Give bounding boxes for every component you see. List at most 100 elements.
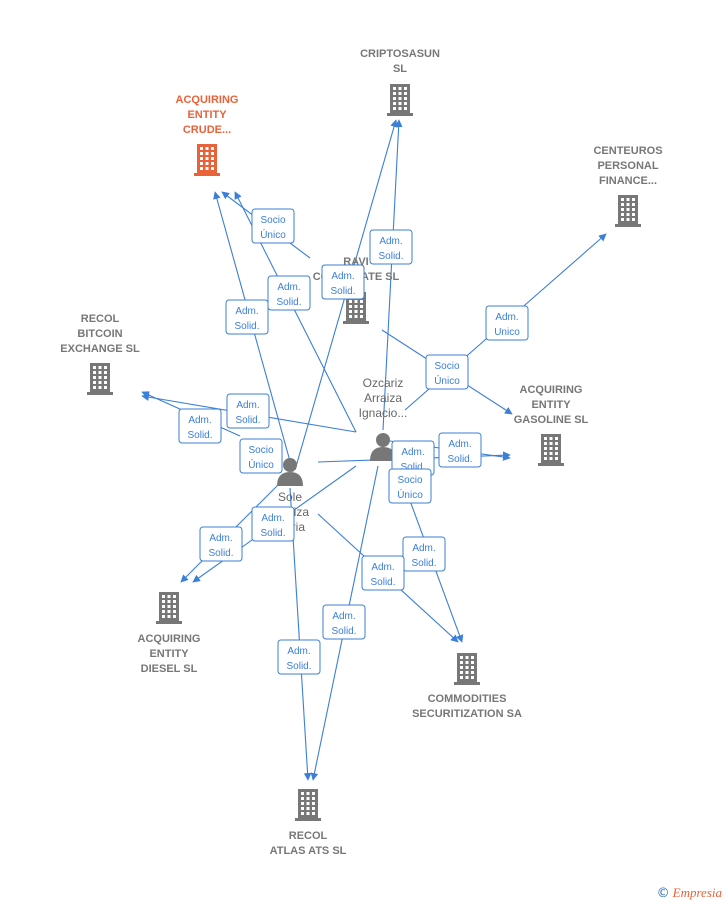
relation-tag[interactable]: Adm.Solid. [321, 264, 365, 300]
company-label-line: ACQUIRING [520, 384, 583, 396]
brand-footer[interactable]: ©Empresia [657, 885, 722, 901]
relation-tag-text: Único [397, 488, 423, 501]
building-icon[interactable] [387, 84, 413, 116]
relation-tag-text: Adm. [379, 236, 402, 247]
relation-tag-text: Socio [248, 445, 273, 456]
copyright-icon: © [656, 886, 670, 901]
relation-tag-text: Adm. [235, 306, 258, 317]
company-label-line: GASOLINE SL [514, 414, 589, 426]
relation-tag[interactable]: Adm. Solid. [178, 408, 222, 444]
relation-tag[interactable]: Adm.Solid. [402, 536, 446, 572]
person-label-line: Ozcariz [363, 376, 404, 390]
building-icon[interactable] [194, 144, 220, 176]
company-label-line: ACQUIRING [176, 94, 239, 106]
company-label-line: BITCOIN [77, 328, 122, 340]
relation-tag-text: Adm. [401, 447, 424, 458]
company-node-recol_atlas[interactable]: RECOL ATLAS ATS SL [270, 789, 347, 857]
relation-tag-text: Socio [260, 215, 285, 226]
relation-tag[interactable]: Adm. Solid. [267, 275, 311, 311]
company-label-line: CENTEUROS [593, 145, 662, 157]
relation-tag[interactable]: Adm. Solid. [361, 555, 405, 591]
relation-tag-text: Único [260, 228, 286, 241]
relation-tag-text: Adm. [261, 513, 284, 524]
relation-tag[interactable]: Adm. Solid. [438, 432, 482, 468]
company-label-line: SL [393, 63, 407, 75]
company-node-criptosasun[interactable]: CRIPTOSASUN SL [360, 48, 440, 116]
company-label-line: COMMODITIES [428, 693, 507, 705]
relation-tag[interactable]: Adm. Solid. [251, 506, 295, 542]
relation-tag[interactable]: Adm.Solid. [322, 604, 366, 640]
relation-tag-text: Unico [494, 327, 520, 338]
edge-ozcariz-to-criptosasun [382, 119, 403, 431]
relation-tag-text: Solid. [447, 454, 472, 465]
person-label-line: Arraiza [364, 391, 402, 405]
building-icon[interactable] [454, 653, 480, 685]
person-node-ozcariz[interactable]: OzcarizArraizaIgnacio... [359, 376, 408, 461]
building-icon[interactable] [615, 195, 641, 227]
tags-layer: SocioÚnicoAdm.Solid.Adm.Solid.Adm.Solid.… [178, 208, 529, 675]
company-label-line: CRIPTOSASUN [360, 48, 440, 60]
company-label-line: RECOL [289, 830, 328, 842]
relation-tag-text: Solid. [411, 558, 436, 569]
relation-tag-text: Adm. [236, 400, 259, 411]
company-node-recol_bitcoin[interactable]: RECOL BITCOIN EXCHANGE SL [60, 313, 140, 395]
company-label-line: PERSONAL [597, 160, 658, 172]
relation-tag[interactable]: Adm. Unico [485, 305, 529, 341]
company-label-line: EXCHANGE SL [60, 343, 140, 355]
relation-tag[interactable]: Adm. Solid. [391, 440, 435, 476]
relation-tag[interactable]: Adm. Solid. [225, 299, 269, 335]
person-icon[interactable] [277, 458, 303, 486]
company-node-acquiring_gasoline[interactable]: ACQUIRING ENTITY GASOLINE SL [514, 384, 589, 466]
relation-tag-text: Solid. [235, 415, 260, 426]
company-label-line: ENTITY [531, 399, 571, 411]
relation-tag-text: Solid. [400, 462, 425, 473]
relation-tag-text: Solid. [208, 548, 233, 559]
relation-tag-text: Socio [434, 361, 459, 372]
nodes-layer: ACQUIRINGENTITYCRUDE...CRIPTOSASUNSLCENT… [60, 48, 662, 857]
building-icon[interactable] [156, 592, 182, 624]
company-label-line: ATLAS ATS SL [270, 845, 347, 857]
relation-tag-text: Solid. [378, 251, 403, 262]
person-label-line: Sole [278, 490, 302, 504]
relation-tag-text: Único [434, 374, 460, 387]
company-node-acquiring_diesel[interactable]: ACQUIRING ENTITY DIESEL SL [138, 592, 201, 675]
company-label-line: RECOL [81, 313, 120, 325]
person-label-line: Ignacio... [359, 406, 408, 420]
relation-tag-text: Adm. [209, 533, 232, 544]
building-icon[interactable] [87, 363, 113, 395]
relation-tag[interactable]: Adm.Solid. [277, 639, 321, 675]
company-label-line: ENTITY [187, 109, 227, 121]
company-label-line: ENTITY [149, 648, 189, 660]
person-icon[interactable] [370, 433, 396, 461]
company-node-centeuros[interactable]: CENTEUROSPERSONALFINANCE... [593, 145, 663, 227]
relation-tag-text: Solid. [187, 430, 212, 441]
relation-tag-text: Solid. [234, 321, 259, 332]
company-label-line: ACQUIRING [138, 633, 201, 645]
relation-tag-text: Adm. [495, 312, 518, 323]
relation-tag-text: Adm. [448, 439, 471, 450]
relation-tag-text: Adm. [371, 562, 394, 573]
relation-tag-text: Adm. [188, 415, 211, 426]
relation-tag-text: Socio [397, 475, 422, 486]
relation-tag-text: Solid. [370, 577, 395, 588]
company-label-line: DIESEL SL [141, 663, 198, 675]
relation-tag-text: Adm. [277, 282, 300, 293]
relation-tag-text: Solid. [331, 626, 356, 637]
building-icon[interactable] [538, 434, 564, 466]
company-node-acquiring_crude[interactable]: ACQUIRINGENTITYCRUDE... [176, 94, 239, 176]
relation-tag[interactable]: Adm. Solid. [226, 393, 270, 429]
relation-tag-text: Solid. [276, 297, 301, 308]
relation-tag-text: Solid. [286, 661, 311, 672]
company-node-commodities[interactable]: COMMODITIES SECURITIZATION SA [412, 653, 522, 720]
brand-logo: Empresia [672, 885, 722, 900]
relation-tag-text: Adm. [331, 271, 354, 282]
company-label-line: SECURITIZATION SA [412, 708, 522, 720]
relation-tag[interactable]: Adm. Solid. [199, 526, 243, 562]
building-icon[interactable] [295, 789, 321, 821]
relation-tag[interactable]: Adm. Solid. [369, 229, 413, 265]
relation-tag-text: Solid. [260, 528, 285, 539]
